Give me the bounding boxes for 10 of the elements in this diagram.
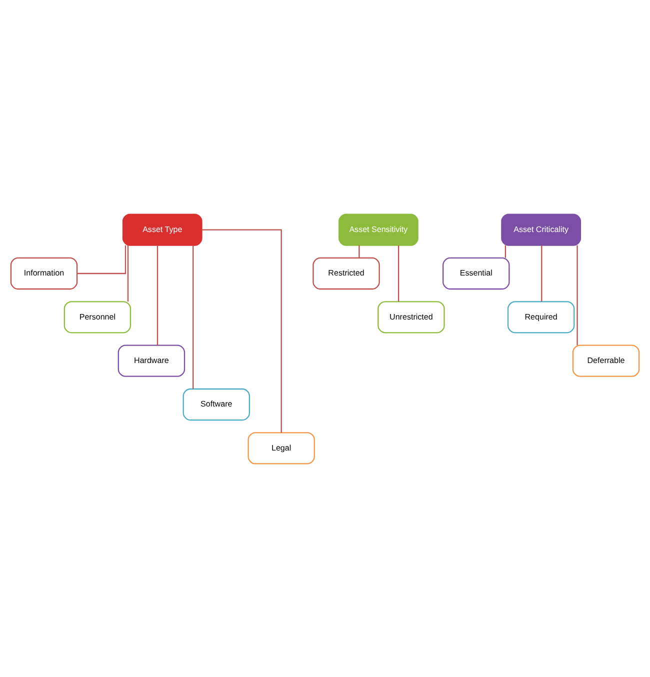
connector [541,244,542,302]
connector [398,244,400,302]
connector [156,244,158,345]
connector [576,244,578,345]
connector [202,228,282,432]
connector [127,244,129,302]
connector [77,244,126,274]
connector [192,244,194,388]
connector [358,244,360,258]
connector [504,244,506,258]
